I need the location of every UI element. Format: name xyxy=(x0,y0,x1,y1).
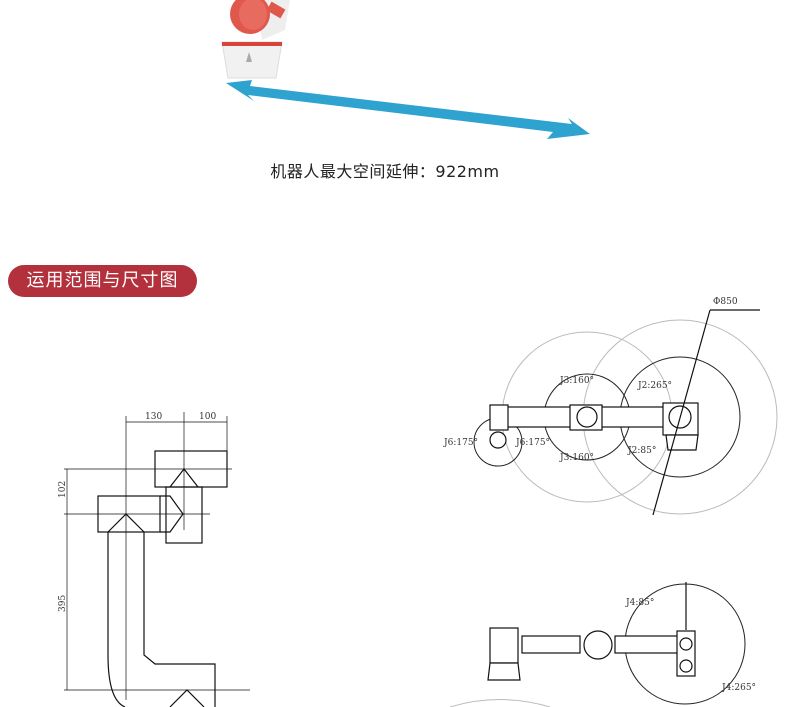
dim-130: 130 xyxy=(145,412,162,422)
dim-395: 395 xyxy=(58,595,68,612)
label-diameter: Φ850 xyxy=(713,297,738,307)
reach-arrow xyxy=(226,80,590,139)
label-j2-top: J2:265° xyxy=(637,381,672,391)
dim-100: 100 xyxy=(199,412,216,422)
label-j4-bottom: J4:265° xyxy=(721,683,756,693)
label-j2-bottom: J2:85° xyxy=(627,446,656,456)
label-j6-left: J6:175° xyxy=(443,438,478,448)
max-reach-caption: 机器人最大空间延伸：922mm xyxy=(270,162,500,181)
side-view-drawing: 130 100 102 395 xyxy=(58,412,250,707)
label-j3-top: J3:160° xyxy=(559,376,594,386)
label-j6-right: J6:175° xyxy=(515,438,550,448)
front-view-drawing: J4:85° J4:265° xyxy=(449,582,756,707)
dim-102: 102 xyxy=(58,481,68,498)
top-view-drawing: Φ850 J3:160° J3:160° J2:265° J2:85° J6:1… xyxy=(443,297,778,516)
label-j3-bottom: J3:160° xyxy=(559,453,594,463)
robot-image xyxy=(221,0,290,79)
robot-reach-illustration xyxy=(221,0,590,139)
section-badge: 运用范围与尺寸图 xyxy=(8,265,197,297)
label-j4-top: J4:85° xyxy=(625,598,654,608)
